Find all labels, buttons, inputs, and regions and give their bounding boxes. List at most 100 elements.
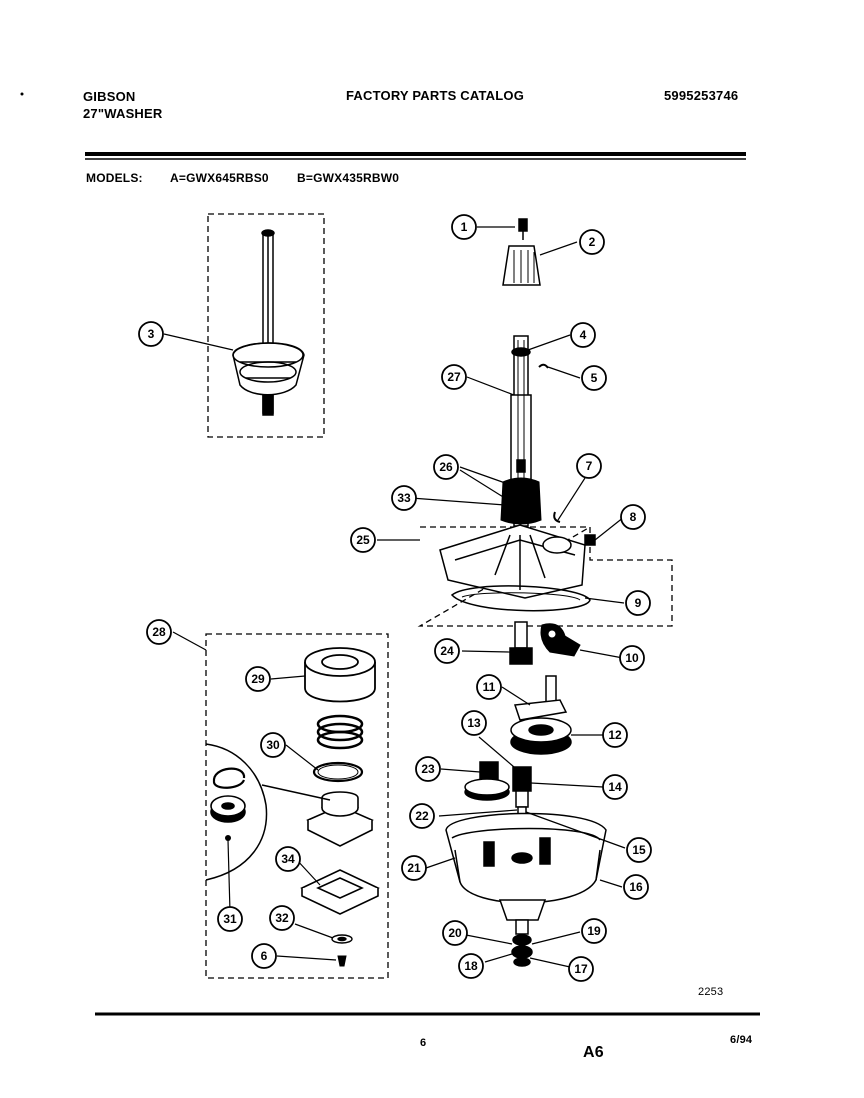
- callout-23: 23: [415, 756, 441, 782]
- drive-cam: [540, 623, 581, 657]
- date-code: 6/94: [730, 1034, 753, 1046]
- callout-number: 14: [608, 780, 622, 794]
- callout-number: 33: [397, 491, 411, 505]
- snap-ring: [212, 767, 246, 789]
- drive-bell: [502, 245, 541, 286]
- callout-circle: [625, 590, 651, 616]
- callout-number: 21: [407, 861, 421, 875]
- callout-number: 24: [440, 644, 454, 658]
- models-label: MODELS:: [86, 171, 143, 185]
- callout-number: 26: [439, 460, 453, 474]
- callout-number: 2: [589, 235, 596, 249]
- callout-17: 17: [568, 956, 594, 982]
- section-code: A6: [583, 1044, 604, 1061]
- callout-22: 22: [409, 803, 435, 829]
- shifter-lever: [513, 675, 568, 721]
- callout-circle: [146, 619, 172, 645]
- callout-number: 30: [266, 738, 280, 752]
- callout-circle: [579, 229, 605, 255]
- callout-number: 18: [464, 959, 478, 973]
- callout-16: 16: [623, 874, 649, 900]
- transmission-cover: [439, 524, 596, 599]
- agitator-shaft-assembly: [232, 229, 305, 416]
- callout-circle: [626, 837, 652, 863]
- callout-number: 11: [483, 680, 496, 694]
- callout-number: 6: [261, 949, 268, 963]
- product-name: 27"WASHER: [83, 106, 163, 121]
- pinion-gear: [509, 621, 533, 665]
- seal-gasket: [300, 869, 380, 915]
- catalog-title: FACTORY PARTS CATALOG: [346, 88, 525, 103]
- callout-circle: [433, 454, 459, 480]
- callout-number: 9: [635, 596, 642, 610]
- brand-name: GIBSON: [83, 89, 136, 104]
- callout-25: 25: [350, 527, 376, 553]
- leader-lines: [163, 226, 626, 968]
- callout-circle: [458, 953, 484, 979]
- callout-20: 20: [442, 920, 468, 946]
- callout-10: 10: [619, 645, 645, 671]
- catalog-part-number: 5995253746: [664, 88, 739, 103]
- model-b: B=GWX435RBW0: [297, 171, 400, 185]
- callout-circle: [391, 485, 417, 511]
- callout-circle: [581, 918, 607, 944]
- callout-circle: [260, 732, 286, 758]
- callout-15: 15: [626, 837, 652, 863]
- callout-circle: [442, 920, 468, 946]
- callout-circle: [476, 674, 502, 700]
- callout-9: 9: [625, 590, 651, 616]
- callout-number: 4: [580, 328, 587, 342]
- callout-circle: [576, 453, 602, 479]
- callout-circle: [434, 638, 460, 664]
- seal-washer: [331, 934, 353, 944]
- callout-29: 29: [245, 666, 271, 692]
- callout-7: 7: [576, 453, 602, 479]
- callout-circle: [415, 756, 441, 782]
- callout-number: 17: [574, 962, 588, 976]
- callout-number: 7: [586, 459, 593, 473]
- tub-seal: [304, 647, 376, 703]
- callout-circle: [461, 710, 487, 736]
- callout-27: 27: [441, 364, 467, 390]
- callout-number: 12: [608, 728, 622, 742]
- callout-circle: [620, 504, 646, 530]
- page-number: 6: [420, 1037, 427, 1049]
- callout-12: 12: [602, 722, 628, 748]
- seal-housing: [306, 791, 374, 847]
- gear-case: [445, 812, 607, 921]
- callout-number: 13: [467, 716, 481, 730]
- callout-number: 20: [448, 926, 462, 940]
- callout-circle: [619, 645, 645, 671]
- callout-circle: [602, 722, 628, 748]
- callout-1: 1: [451, 214, 477, 240]
- seal-spring: [316, 714, 364, 750]
- callout-circle: [269, 905, 295, 931]
- callout-number: 23: [421, 762, 435, 776]
- figure-number: 2253: [698, 986, 724, 998]
- header-rule: [85, 152, 746, 160]
- callout-circle: [401, 855, 427, 881]
- callout-circle: [441, 364, 467, 390]
- callout-33: 33: [391, 485, 417, 511]
- callout-30: 30: [260, 732, 286, 758]
- callout-circle: [602, 774, 628, 800]
- callout-circle: [251, 943, 277, 969]
- callout-circle: [217, 906, 243, 932]
- callout-circle: [568, 956, 594, 982]
- cover-gasket: [450, 585, 591, 612]
- callout-number: 32: [275, 911, 289, 925]
- callout-26: 26: [433, 454, 459, 480]
- callout-circle: [570, 322, 596, 348]
- callout-31: 31: [217, 906, 243, 932]
- callout-circle: [138, 321, 164, 347]
- callout-number: 1: [461, 220, 468, 234]
- detail-inset-arc: [205, 743, 268, 881]
- callout-number: 5: [591, 371, 598, 385]
- callout-11: 11: [476, 674, 502, 700]
- callout-5: 5: [581, 365, 607, 391]
- callout-number: 25: [356, 533, 370, 547]
- callout-circle: [275, 846, 301, 872]
- callout-circle: [451, 214, 477, 240]
- group-box-seal-kit: [205, 633, 389, 979]
